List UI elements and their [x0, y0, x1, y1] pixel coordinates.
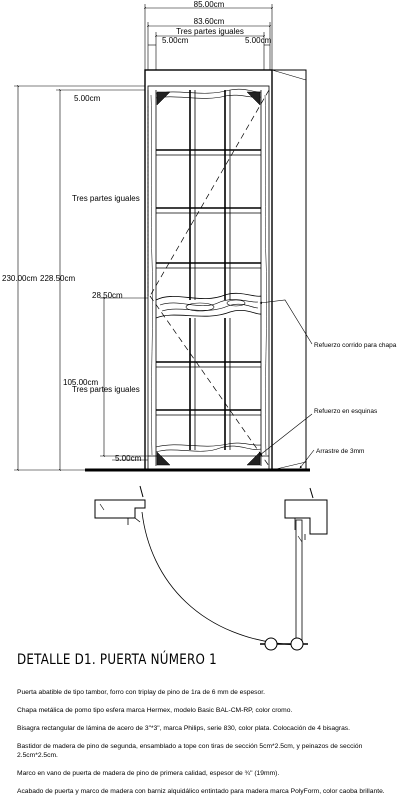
dim-bottom-rail: 5.00cm [115, 454, 142, 463]
note-item: Bastidor de madera de pino de segunda, e… [17, 743, 363, 759]
note-item: Bisagra rectangular de lámina de acero d… [17, 725, 350, 732]
door-plan-view [94, 485, 328, 651]
dim-margin-right-top: 5.00cm [245, 36, 272, 45]
dim-inner-width: 83.60cm [194, 17, 225, 26]
note-item: Acabado de puerta y marco de madera con … [17, 788, 385, 795]
note-item: Puerta abatible de tipo tambor, forro co… [17, 689, 265, 696]
door-elevation [85, 69, 310, 472]
dim-total-height: 230.00cm [2, 274, 37, 283]
spec-notes: Puerta abatible de tipo tambor, forro co… [17, 688, 397, 805]
dim-tres-partes-lower: Tres partes iguales [72, 385, 140, 394]
dim-tres-partes-top: Tres partes iguales [176, 27, 244, 36]
horizontal-dimensions [143, 4, 274, 70]
callout-refuerzo-corrido: Refuerzo corrido para chapa [314, 342, 397, 349]
dim-lower-height: 105.00cm [63, 378, 98, 387]
dim-tres-partes-upper: Tres partes iguales [72, 194, 140, 203]
callout-arrastre: Arrastre de 3mm [316, 448, 364, 455]
callout-leaders [259, 299, 315, 469]
dim-margin-left-top: 5.00cm [162, 36, 189, 45]
note-item: Marco en vano de puerta de madera de pin… [17, 770, 280, 777]
dim-mid-rail: 28.50cm [92, 291, 123, 300]
note-item: Chapa metálica de pomo tipo esfera marca… [17, 707, 293, 714]
dim-leaf-height: 228.50cm [40, 274, 75, 283]
detail-title: DETALLE D1. PUERTA NÚMERO 1 [17, 652, 217, 668]
callout-refuerzo-esquinas: Refuerzo en esquinas [314, 408, 378, 415]
dim-total-width: 85.00cm [194, 0, 225, 9]
dim-top-rail: 5.00cm [74, 94, 101, 103]
